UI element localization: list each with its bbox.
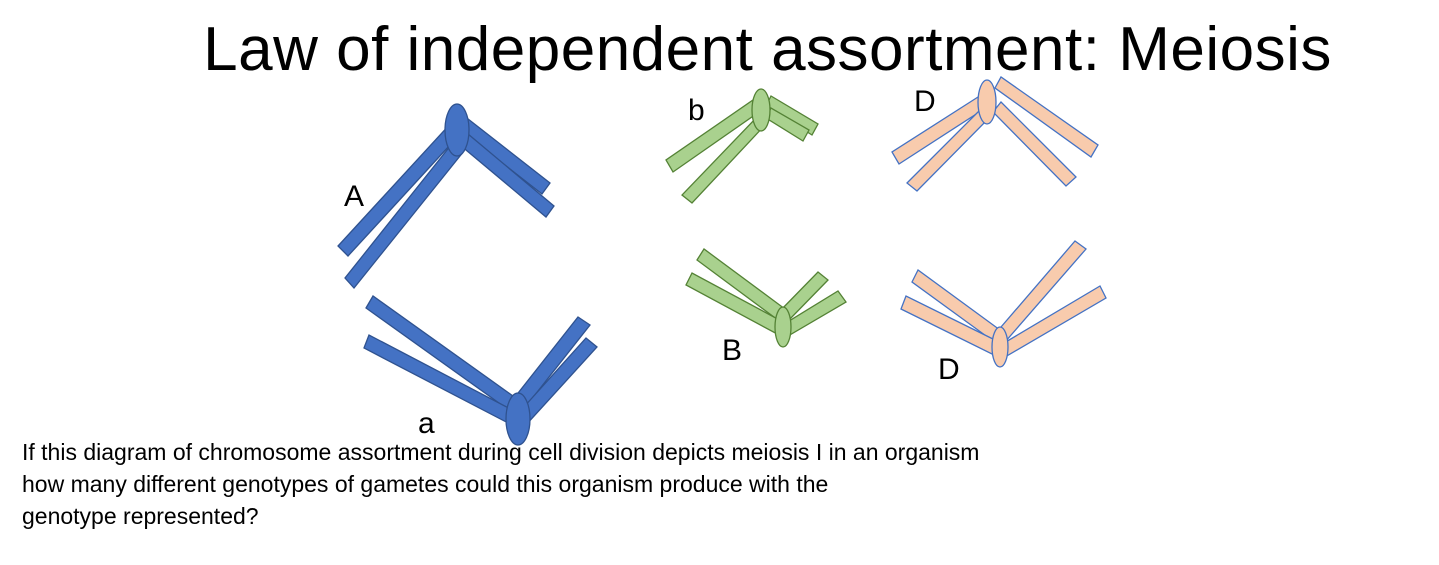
allele-label-A: A bbox=[344, 180, 364, 213]
chromatid-arm bbox=[994, 76, 1099, 158]
centromere bbox=[751, 88, 771, 132]
question-line-1: If this diagram of chromosome assortment… bbox=[22, 439, 980, 465]
centromere bbox=[977, 79, 997, 125]
chromosome-a bbox=[363, 295, 598, 446]
chromatid-arm bbox=[344, 138, 465, 290]
allele-label-a: a bbox=[418, 407, 435, 440]
allele-label-D-top: D bbox=[914, 85, 936, 118]
centromere bbox=[991, 326, 1009, 368]
allele-label-D-bottom: D bbox=[938, 353, 960, 386]
allele-label-b: b bbox=[688, 94, 705, 127]
chromosome-D-bottom bbox=[900, 240, 1107, 368]
question-text: If this diagram of chromosome assortment… bbox=[22, 436, 1222, 532]
chromosome-D-top bbox=[891, 76, 1099, 192]
chromosome-A bbox=[337, 103, 555, 290]
slide-title: Law of independent assortment: Meiosis bbox=[203, 15, 1332, 84]
question-line-2: how many different genotypes of gametes … bbox=[22, 471, 829, 497]
question-line-3: genotype represented? bbox=[22, 503, 259, 529]
chromosome-b bbox=[665, 88, 819, 204]
centromere bbox=[505, 392, 531, 446]
chromatid-arm bbox=[992, 101, 1077, 187]
centromere bbox=[774, 306, 792, 348]
chromosome-B bbox=[685, 248, 847, 348]
centromere bbox=[444, 103, 470, 157]
allele-label-B: B bbox=[722, 334, 742, 367]
